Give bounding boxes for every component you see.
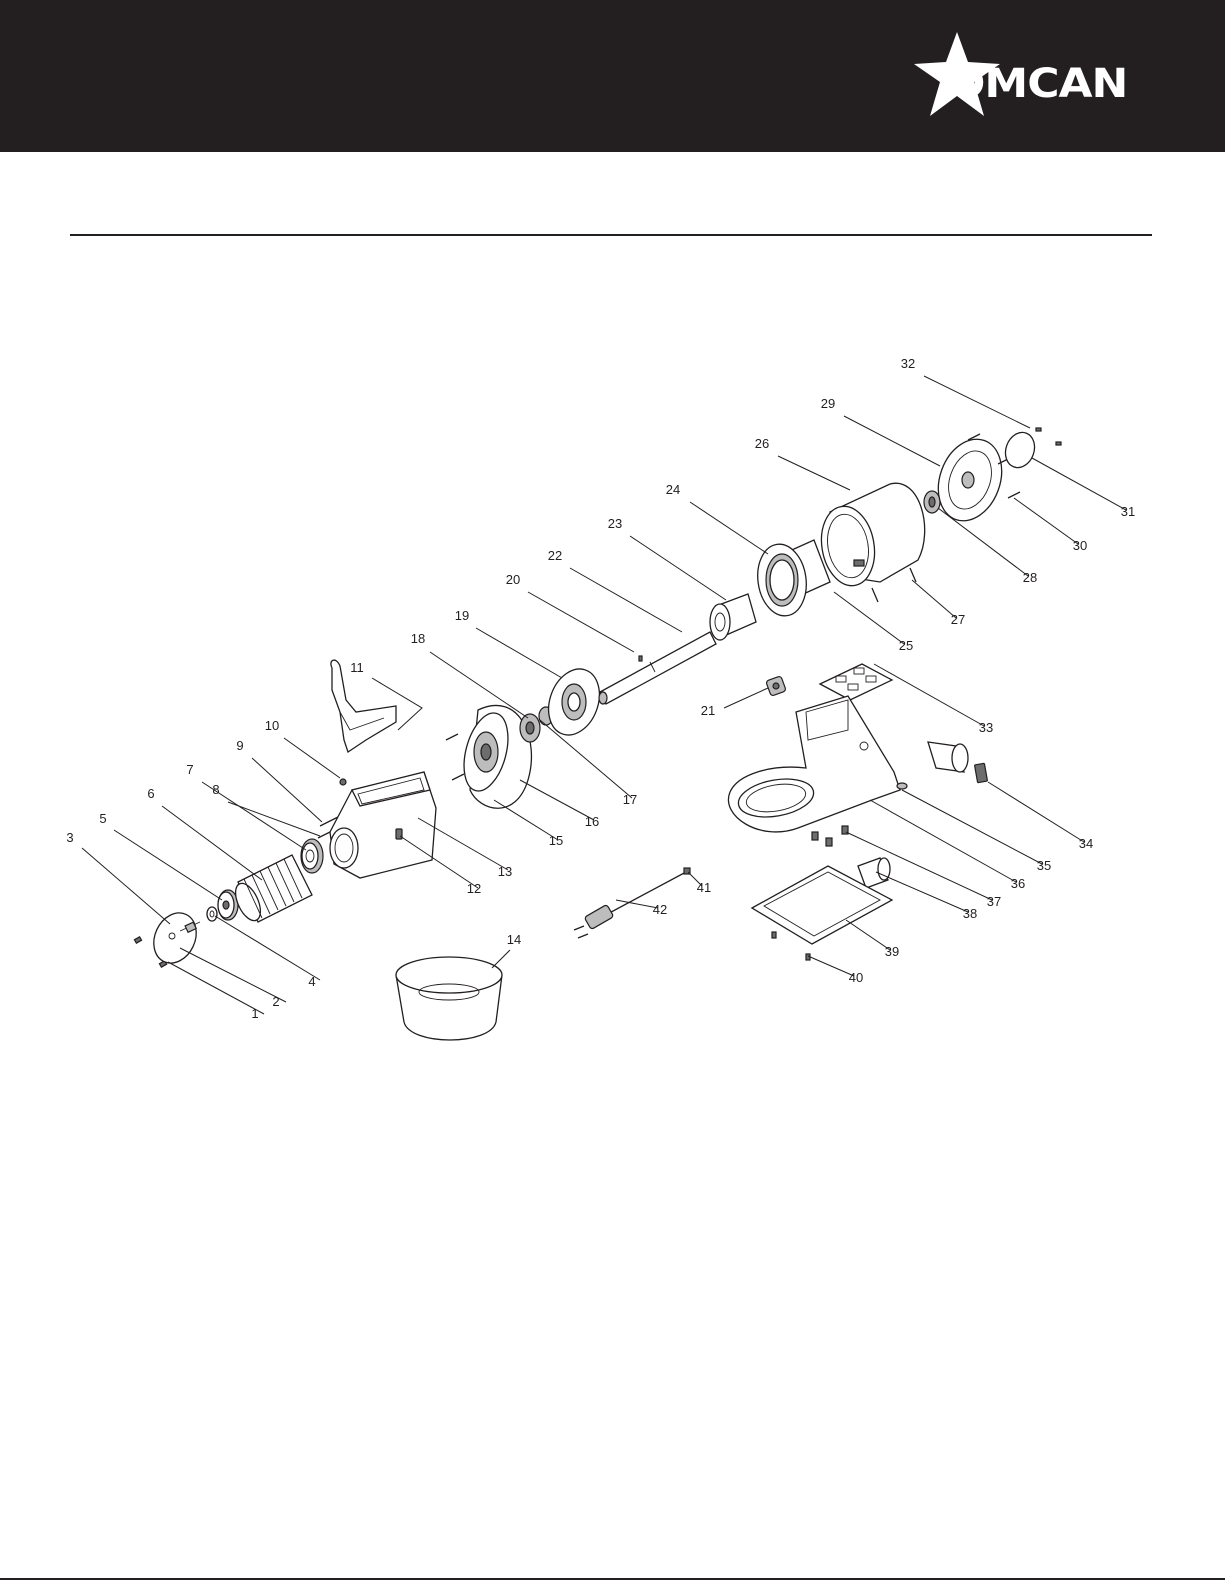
callout-number: 18 xyxy=(411,631,425,646)
callout-leader xyxy=(724,688,768,708)
part-gasket-ring xyxy=(1001,428,1040,471)
callout-leader xyxy=(82,848,170,924)
part-switch xyxy=(766,676,787,697)
callout-leader xyxy=(252,758,322,822)
callout-number: 12 xyxy=(467,881,481,896)
callout-number: 21 xyxy=(701,703,715,718)
callout-leader xyxy=(876,872,968,912)
part-motor-housing xyxy=(815,483,924,590)
callout-number: 11 xyxy=(350,660,364,675)
callout-leader xyxy=(778,456,850,490)
callout-number: 38 xyxy=(963,906,977,921)
part-disc xyxy=(218,890,238,920)
callout-number: 34 xyxy=(1079,836,1093,851)
callout-number: 22 xyxy=(548,548,562,563)
callout-number: 13 xyxy=(498,864,512,879)
callout-leader xyxy=(870,800,1016,882)
part-rear-bearing xyxy=(924,491,940,513)
callout-leader xyxy=(1032,458,1126,510)
callout-leader xyxy=(430,652,528,718)
part-front-cover xyxy=(456,705,531,808)
callout-leader xyxy=(284,738,340,778)
callout-number: 31 xyxy=(1121,504,1135,519)
callout-number: 30 xyxy=(1073,538,1087,553)
callout-number: 36 xyxy=(1011,876,1025,891)
callout-number: 2 xyxy=(272,994,279,1009)
part-hub xyxy=(301,839,323,873)
callout-number: 35 xyxy=(1037,858,1051,873)
part-front-plate xyxy=(146,906,204,970)
callout-number: 33 xyxy=(979,720,993,735)
part-motor-capacitor xyxy=(858,858,890,888)
callout-leader xyxy=(180,948,286,1002)
callout-number: 10 xyxy=(265,718,279,733)
callout-number: 14 xyxy=(507,932,521,947)
callout-number: 23 xyxy=(608,516,622,531)
callout-number: 42 xyxy=(653,902,667,917)
part-housing xyxy=(330,772,436,878)
callout-number: 6 xyxy=(147,786,154,801)
callout-leader xyxy=(162,806,262,880)
callout-number: 41 xyxy=(697,880,711,895)
callout-number: 1 xyxy=(251,1006,258,1021)
part-capacitor xyxy=(928,742,987,783)
callout-leader xyxy=(902,790,1042,864)
callout-number: 24 xyxy=(666,482,680,497)
callout-number: 16 xyxy=(585,814,599,829)
callout-number: 20 xyxy=(506,572,520,587)
callout-number: 17 xyxy=(623,792,637,807)
callout-leader xyxy=(215,916,320,980)
callout-number: 15 xyxy=(549,833,563,848)
callout-number: 40 xyxy=(849,970,863,985)
callout-leader xyxy=(912,580,956,618)
part-shaft xyxy=(599,632,716,704)
callout-leader xyxy=(520,780,594,820)
callout-number: 29 xyxy=(821,396,835,411)
part-base xyxy=(728,696,900,832)
callout-number: 4 xyxy=(308,974,315,989)
callout-leader xyxy=(938,508,1028,576)
part-small-nut xyxy=(340,779,346,785)
callout-leader xyxy=(988,782,1084,842)
callout-number: 25 xyxy=(899,638,913,653)
callout-leader xyxy=(476,628,562,678)
callout-number: 27 xyxy=(951,612,965,627)
callout-number: 5 xyxy=(99,811,106,826)
part-washer xyxy=(207,907,217,921)
callout-leader xyxy=(834,592,904,644)
part-flange xyxy=(540,662,608,742)
callout-leader xyxy=(492,950,510,968)
callout-leader xyxy=(924,376,1030,428)
callout-number: 8 xyxy=(212,782,219,797)
callout-leader xyxy=(874,664,984,726)
callout-leader xyxy=(168,962,264,1014)
callout-leader xyxy=(528,592,634,652)
callout-number: 37 xyxy=(987,894,1001,909)
callout-number: 9 xyxy=(236,738,243,753)
callout-number: 3 xyxy=(66,830,73,845)
callout-number: 19 xyxy=(455,608,469,623)
callout-leader xyxy=(690,502,768,554)
callout-leader xyxy=(540,720,632,798)
part-rear-cover xyxy=(927,430,1012,529)
part-rubber-pad xyxy=(820,664,892,700)
callout-number: 7 xyxy=(186,762,193,777)
callout-number: 32 xyxy=(901,356,915,371)
callout-leader xyxy=(630,536,726,600)
callout-leader xyxy=(846,920,890,950)
callout-leader xyxy=(844,416,940,466)
callout-leader xyxy=(1014,498,1078,544)
callout-number: 28 xyxy=(1023,570,1037,585)
callout-leader xyxy=(808,956,854,976)
part-bowl xyxy=(396,957,502,1040)
callout-leader xyxy=(570,568,682,632)
callout-number: 39 xyxy=(885,944,899,959)
callout-number: 26 xyxy=(755,436,769,451)
footer-rule xyxy=(0,1578,1225,1580)
part-rotor xyxy=(710,594,756,640)
